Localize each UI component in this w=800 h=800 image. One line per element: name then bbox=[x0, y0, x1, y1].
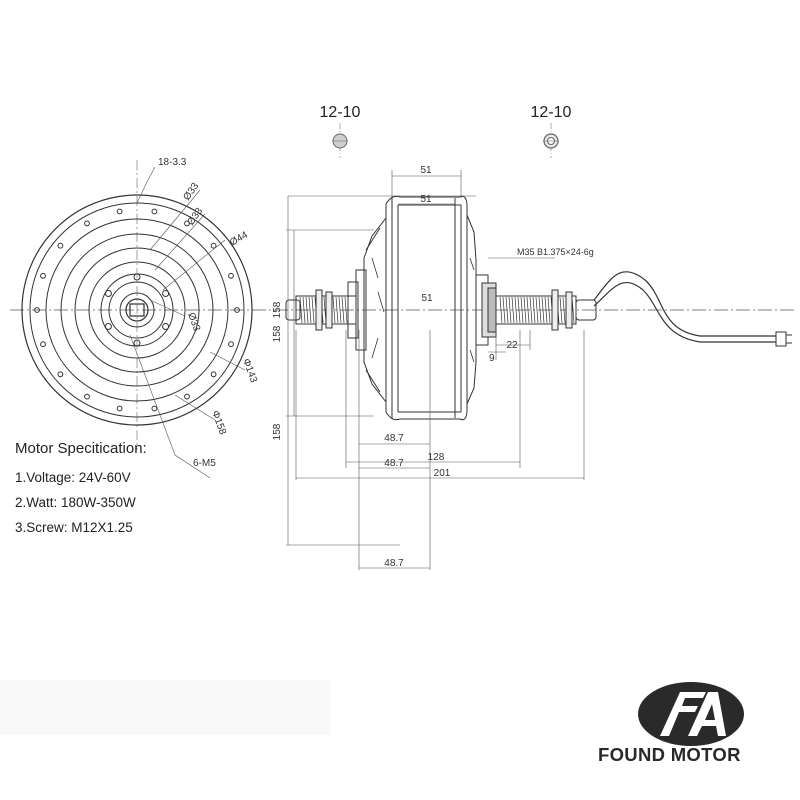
thread-line bbox=[344, 296, 348, 324]
spoke-hole bbox=[40, 272, 46, 279]
thread-line bbox=[338, 296, 342, 324]
thread-line bbox=[547, 296, 551, 324]
bolt-hole bbox=[133, 273, 141, 281]
spec-voltage: 1.Voltage: 24V-60V bbox=[15, 470, 131, 485]
dim-48-7-c: 48.7 bbox=[384, 558, 404, 569]
thread-line bbox=[517, 296, 521, 324]
dim-33c-label: Ø33 bbox=[185, 311, 202, 333]
spoke-hole-ring bbox=[34, 208, 240, 412]
motor-specifications: Motor Specitication: 1.Voltage: 24V-60V … bbox=[15, 440, 147, 545]
dim-51-top: 51 bbox=[420, 165, 432, 176]
spoke-hole bbox=[57, 371, 64, 378]
spoke-hole bbox=[84, 220, 90, 227]
dim-158-top: 158 bbox=[272, 301, 283, 318]
thread-line bbox=[305, 296, 309, 324]
front-view bbox=[21, 160, 253, 450]
dim-9: 9 bbox=[489, 353, 495, 364]
spec-watt: 2.Watt: 180W-350W bbox=[15, 495, 136, 510]
spoke-hole bbox=[151, 405, 158, 412]
thread-line bbox=[508, 296, 512, 324]
thread-line bbox=[299, 296, 303, 324]
right-thread-label: 12-10 bbox=[531, 104, 572, 121]
side-view bbox=[285, 195, 792, 421]
dim-51-axle: 51 bbox=[421, 293, 433, 304]
thread-line bbox=[532, 296, 536, 324]
dim-22: 22 bbox=[506, 340, 518, 351]
bolt-hole bbox=[104, 323, 112, 330]
dim-158-label: Φ158 bbox=[209, 409, 228, 436]
spoke-hole bbox=[184, 393, 190, 400]
thread-line bbox=[559, 296, 563, 324]
dim-128: 128 bbox=[428, 452, 445, 463]
bolt-hole bbox=[104, 290, 112, 297]
spoke-hole bbox=[57, 242, 64, 249]
thread-line bbox=[335, 296, 339, 324]
thread-line bbox=[514, 296, 518, 324]
bolt-hole bbox=[133, 339, 141, 347]
specs-title: Motor Specitication: bbox=[15, 440, 147, 457]
dim-201: 201 bbox=[434, 468, 451, 479]
thread-line bbox=[341, 296, 345, 324]
spoke-hole bbox=[228, 272, 234, 279]
dim-48-7-a: 48.7 bbox=[384, 433, 404, 444]
thread-line bbox=[499, 296, 503, 324]
thread-line bbox=[511, 296, 515, 324]
hole-spec-label: 18-3.3 bbox=[158, 157, 187, 168]
bolt-hole-ring bbox=[104, 273, 170, 347]
spoke-hole bbox=[210, 242, 217, 249]
thread-line bbox=[502, 296, 506, 324]
dim-48-7-b: 48.7 bbox=[384, 458, 404, 469]
spoke-hole bbox=[34, 307, 40, 313]
spoke-hole bbox=[116, 208, 123, 215]
freewheel-spec-label: M35 B1.375×24-6g bbox=[517, 247, 594, 257]
thread-line bbox=[538, 296, 542, 324]
dim-158-mid: 158 bbox=[272, 325, 283, 342]
thread-line bbox=[529, 296, 533, 324]
thread-line bbox=[520, 296, 524, 324]
spoke-hole bbox=[234, 307, 240, 313]
spoke-hole bbox=[40, 341, 46, 348]
spec-screw: 3.Screw: M12X1.25 bbox=[15, 520, 133, 535]
bolt-spec-label: 6-M5 bbox=[193, 458, 216, 469]
spoke-hole bbox=[184, 220, 190, 227]
thread-line bbox=[523, 296, 527, 324]
bolt-hole bbox=[162, 323, 170, 330]
spoke-hole bbox=[210, 371, 217, 378]
thread-line bbox=[332, 296, 336, 324]
thread-line bbox=[505, 296, 509, 324]
dim-143-label: Φ143 bbox=[240, 357, 259, 384]
thread-line bbox=[302, 296, 306, 324]
thread-line bbox=[544, 296, 548, 324]
thread-line bbox=[562, 296, 566, 324]
found-motor-logo bbox=[638, 682, 744, 746]
dim-51-mid: 51 bbox=[420, 194, 432, 205]
thread-line bbox=[308, 296, 312, 324]
spoke-hole bbox=[84, 393, 90, 400]
thread-line bbox=[311, 296, 315, 324]
thread-line bbox=[526, 296, 530, 324]
spoke-hole bbox=[116, 405, 123, 412]
dim-44-label: Ø44 bbox=[228, 229, 250, 248]
brand-name: FOUND MOTOR bbox=[598, 744, 741, 765]
spoke-hole bbox=[228, 341, 234, 348]
bolt-hole bbox=[162, 290, 170, 297]
dim-158-bottom: 158 bbox=[272, 423, 283, 440]
thread-line bbox=[541, 296, 545, 324]
watermark-smudge bbox=[0, 680, 330, 735]
spoke-hole bbox=[151, 208, 158, 215]
left-thread-label: 12-10 bbox=[320, 104, 361, 121]
thread-line bbox=[535, 296, 539, 324]
side-view-dimensions bbox=[286, 170, 585, 570]
